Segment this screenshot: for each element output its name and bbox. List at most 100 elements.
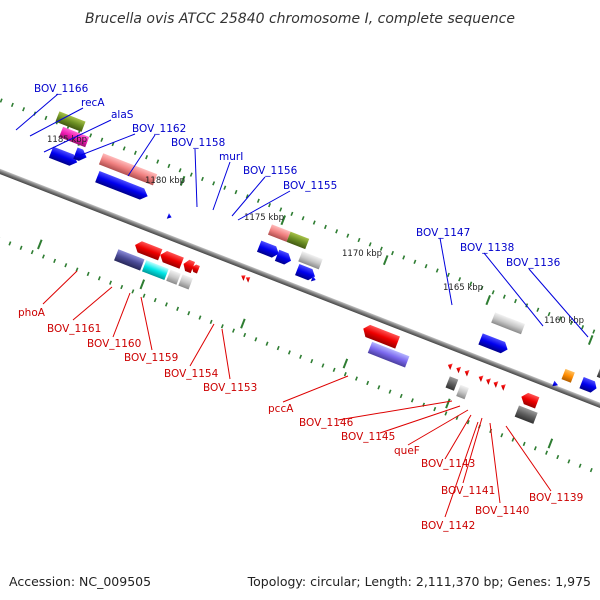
gene-blue-arrow (478, 333, 508, 354)
tick-mark (458, 277, 462, 282)
tick-mark (22, 107, 26, 112)
gene-label-bov1145: BOV_1145 (341, 431, 395, 443)
tick-mark (245, 194, 249, 199)
coordinate-labels: 1185 kbp 1180 kbp 1175 kbp 1170 kbp 1165… (47, 135, 584, 326)
gene-blue-arrow (295, 264, 315, 281)
gene-blue-arrow (552, 380, 559, 387)
gene-label-bov1136: BOV_1136 (506, 257, 561, 269)
gene-label-quef: queF (394, 445, 420, 457)
tick-mark (209, 319, 213, 325)
tick-mark (287, 350, 291, 355)
tick-mark (502, 294, 506, 299)
gene-quef (464, 370, 470, 377)
tick-mark (256, 198, 260, 203)
tick-mark (41, 254, 45, 259)
tick-mark (402, 255, 406, 260)
tick-mark (212, 181, 216, 186)
tick-mark (268, 202, 272, 208)
gene-blue-arrow (95, 171, 148, 200)
gene-muri (286, 231, 310, 250)
gene-bov1166 (59, 126, 90, 148)
gene-bov1139 (521, 392, 540, 409)
tick-mark (332, 367, 336, 373)
tick-mark (377, 385, 381, 390)
gene-alas (98, 153, 158, 186)
tick-mark (178, 168, 182, 173)
tick-mark (556, 454, 560, 460)
tick-mark (276, 345, 280, 351)
gene-label-bov1143: BOV_1143 (421, 458, 475, 470)
tick-mark (379, 246, 383, 251)
bottom-leader-lines (42, 270, 552, 518)
gene-bov1155 (310, 275, 316, 282)
tick-mark (522, 441, 526, 447)
bottom-gene-labels: phoA BOV_1161 BOV_1160 BOV_1159 BOV_1154… (18, 307, 583, 532)
tick-mark (547, 311, 551, 317)
tick-mark (156, 159, 160, 164)
tick-mark (410, 398, 414, 403)
gene-reca (73, 147, 87, 161)
tick-mark (533, 446, 537, 451)
tick-mark (100, 137, 104, 142)
major-tick-mark (342, 358, 349, 369)
kbp-label: 1165 kbp (443, 283, 483, 293)
major-tick-mark (179, 175, 186, 186)
kbp-label: 1180 kbp (145, 176, 185, 186)
tick-mark (187, 311, 191, 316)
tick-mark (433, 406, 437, 412)
gene-olive-feature (55, 111, 86, 132)
gene-phoa (135, 241, 163, 261)
gene-blue-arrow (579, 377, 597, 393)
major-tick-mark (445, 398, 451, 409)
tick-mark (189, 172, 193, 177)
gene-dgray-feature (445, 376, 459, 391)
gene-bov1145 (456, 366, 462, 374)
tick-mark (357, 237, 361, 243)
tick-mark (455, 415, 459, 420)
tick-mark (265, 341, 269, 346)
tick-mark (176, 306, 180, 311)
tick-mark (290, 211, 294, 217)
gene-bov1140 (501, 384, 506, 391)
tick-mark (53, 258, 57, 264)
tick-mark (8, 241, 12, 246)
gene-label-bov1140: BOV_1140 (475, 505, 529, 517)
tick-mark (89, 133, 93, 138)
major-tick-mark (37, 239, 43, 250)
map-title: Brucella ovis ATCC 25840 chromosome I, c… (85, 11, 515, 27)
tick-mark (355, 376, 358, 381)
tick-mark (446, 272, 450, 278)
feature-track (0, 98, 600, 473)
tick-mark (86, 271, 90, 277)
tick-mark (122, 146, 126, 151)
gene-bov1143 (478, 375, 484, 383)
tick-mark (254, 337, 258, 342)
tick-mark (558, 316, 562, 321)
tick-mark (569, 320, 573, 325)
tick-mark (388, 389, 392, 394)
kbp-label: 1175 kbp (244, 213, 284, 223)
tick-mark (220, 324, 224, 329)
gene-red-arrow (183, 259, 196, 274)
gene-label-bov1153: BOV_1153 (203, 382, 257, 394)
tick-mark (279, 207, 283, 212)
tick-mark (391, 250, 395, 256)
gene-bov1159 (178, 274, 193, 290)
gene-bov1160 (166, 269, 181, 285)
gene-label-reca: recA (81, 97, 105, 109)
gene-label-pcca: pccA (268, 403, 294, 415)
tick-mark (109, 280, 112, 285)
gene-bov1138 (561, 368, 575, 383)
tick-mark (164, 302, 168, 307)
tick-mark (64, 263, 68, 268)
gene-slate-feature (114, 249, 145, 271)
major-tick-mark (587, 334, 594, 346)
gene-bov1153 (245, 277, 251, 283)
tick-mark (536, 307, 540, 312)
major-tick-mark (485, 295, 491, 306)
tick-mark (10, 102, 14, 108)
tick-mark (480, 285, 484, 291)
gene-label-alas: alaS (111, 109, 134, 121)
major-tick-mark (547, 438, 554, 449)
